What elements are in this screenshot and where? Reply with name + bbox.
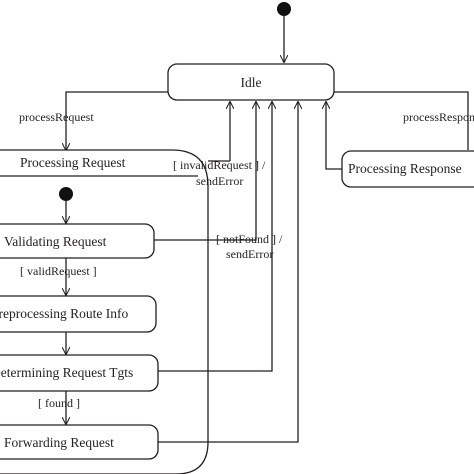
- state-idle-label: Idle: [241, 75, 262, 90]
- transition-not-found: [154, 102, 256, 241]
- transition-process-request: [66, 91, 168, 150]
- transition-invalid-request-label-2: sendError: [196, 174, 243, 188]
- transition-not-found-label-2: sendError: [226, 247, 273, 261]
- state-determining-request-tgts: [0, 354, 159, 392]
- state-preprocessing-route-info-label: Preprocessing Route Info: [0, 306, 128, 321]
- state-processing-request-label: Processing Request: [20, 155, 126, 170]
- transition-found-label: [ found ]: [38, 396, 80, 410]
- state-preprocessing-route-info: [0, 295, 157, 333]
- transition-process-response-label: processResponse: [403, 110, 474, 124]
- transition-valid-request-label: [ validRequest ]: [20, 264, 97, 278]
- transition-not-found-label-1: [ notFound ] /: [216, 232, 283, 246]
- state-idle: [167, 63, 335, 101]
- state-processing-response-label: Processing Response: [348, 161, 462, 176]
- state-validating-request-label: Validating Request: [4, 234, 107, 249]
- nested-initial-state-dot: [59, 187, 73, 201]
- state-determining-request-tgts-label: Determining Request Tgts: [0, 365, 133, 380]
- transition-process-request-label: processRequest: [19, 110, 94, 124]
- state-validating-request: [0, 223, 155, 259]
- transition-forwarding-to-idle: [158, 102, 298, 443]
- state-forwarding-request-label: Forwarding Request: [4, 435, 114, 450]
- transition-process-response: [334, 91, 469, 150]
- transition-determining-to-idle: [158, 102, 272, 372]
- transition-response-to-idle: [326, 102, 342, 170]
- initial-state-dot: [277, 2, 291, 16]
- transition-invalid-request-label-1: [ invalidRequest ] /: [173, 158, 266, 172]
